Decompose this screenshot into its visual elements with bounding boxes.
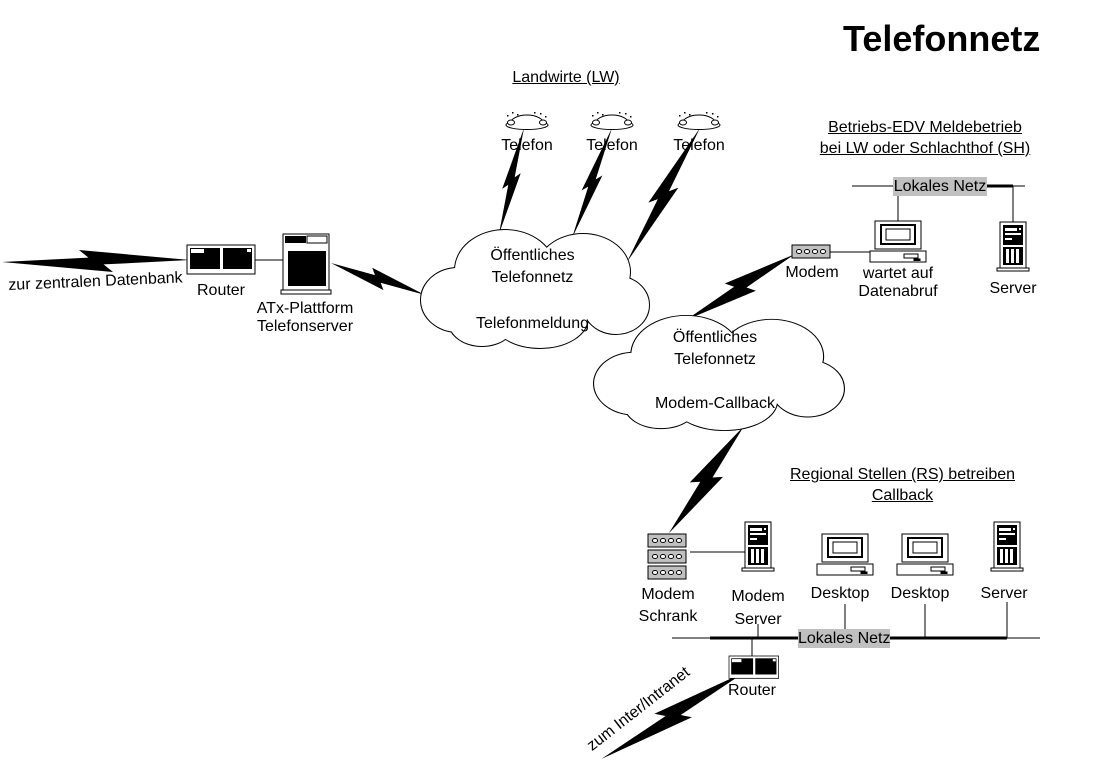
lan-label-bottom: Lokales Netz <box>798 629 891 648</box>
desktop-icon-wartet <box>869 220 927 263</box>
cloud1-line1: Öffentliches <box>490 247 575 264</box>
label-wartet-auf-datenabruf: wartet auf Datenabruf <box>848 265 948 301</box>
label-modem-schrank-line1: Modem <box>641 586 695 603</box>
label-desktop-2: Desktop <box>890 585 950 602</box>
heading-betriebs-line1: Betriebs-EDV Meldebetrieb <box>828 119 1022 136</box>
telephone-icon-3 <box>677 111 721 130</box>
label-modem-server-line1: Modem <box>731 588 785 605</box>
label-wartet-line2: Datenabruf <box>858 283 938 300</box>
telephone-icon-1 <box>505 111 549 130</box>
label-desktop-1: Desktop <box>810 585 870 602</box>
label-router-left: Router <box>196 282 246 299</box>
label-modem-server: Modem Server <box>718 585 798 631</box>
heading-regional-line1: Regional Stellen (RS) betreiben <box>790 466 1016 483</box>
label-server-bottom: Server <box>980 585 1028 602</box>
cloud1-line2: Telefonnetz <box>491 269 574 286</box>
label-modem-schrank: Modem Schrank <box>628 584 708 628</box>
heading-regional-stellen: Regional Stellen (RS) betreiben Callback <box>790 464 1015 506</box>
label-modem-server-line2: Server <box>734 611 782 628</box>
server-icon-bottom <box>990 521 1024 572</box>
desktop-icon-2 <box>896 533 954 576</box>
modem-rack-icon <box>647 533 687 580</box>
page-title: Telefonnetz <box>843 18 1041 59</box>
telephone-icon-2 <box>590 111 634 130</box>
label-atx-line1: ATx-Plattform <box>256 300 354 317</box>
router-bottom-icon <box>728 655 780 679</box>
label-server-top: Server <box>989 280 1037 297</box>
label-telefon-1: Telefon <box>501 137 553 154</box>
label-telefon-3: Telefon <box>673 137 725 154</box>
lan-label-top: Lokales Netz <box>893 177 987 196</box>
heading-landwirte: Landwirte (LW) <box>512 69 620 86</box>
cloud1-line3: Telefonmeldung <box>476 315 589 332</box>
cloud2-line1: Öffentliches <box>672 329 758 346</box>
label-atx-line2: Telefonserver <box>256 318 354 335</box>
label-wartet-line1: wartet auf <box>862 265 934 282</box>
modem-server-icon <box>741 521 775 572</box>
lightning-bolt-atx-cloud <box>328 254 428 304</box>
lightning-bolt-cloud-rack <box>659 419 754 541</box>
heading-betriebs-line2: bei LW oder Schlachthof (SH) <box>819 140 1031 157</box>
heading-betriebs-edv: Betriebs-EDV Meldebetrieb bei LW oder Sc… <box>815 117 1035 159</box>
cloud-modem-callback-text: Öffentliches Telefonnetz Modem-Callback <box>630 327 800 415</box>
label-router-bottom: Router <box>727 682 777 699</box>
server-icon-top <box>996 221 1030 272</box>
label-atx-plattform: ATx-Plattform Telefonserver <box>240 300 370 336</box>
label-telefon-2: Telefon <box>586 137 638 154</box>
label-modem-schrank-line2: Schrank <box>638 608 698 625</box>
atx-telefonserver-icon <box>280 233 332 295</box>
router-left-icon <box>186 244 256 275</box>
heading-regional-line2: Callback <box>871 487 934 504</box>
cloud2-line3: Modem-Callback <box>654 395 776 412</box>
cloud-telefonmeldung-text: Öffentliches Telefonnetz Telefonmeldung <box>440 245 625 335</box>
modem-icon <box>791 244 831 259</box>
cloud2-line2: Telefonnetz <box>674 351 756 368</box>
label-modem-top: Modem <box>785 264 839 281</box>
desktop-icon-1 <box>816 533 874 576</box>
